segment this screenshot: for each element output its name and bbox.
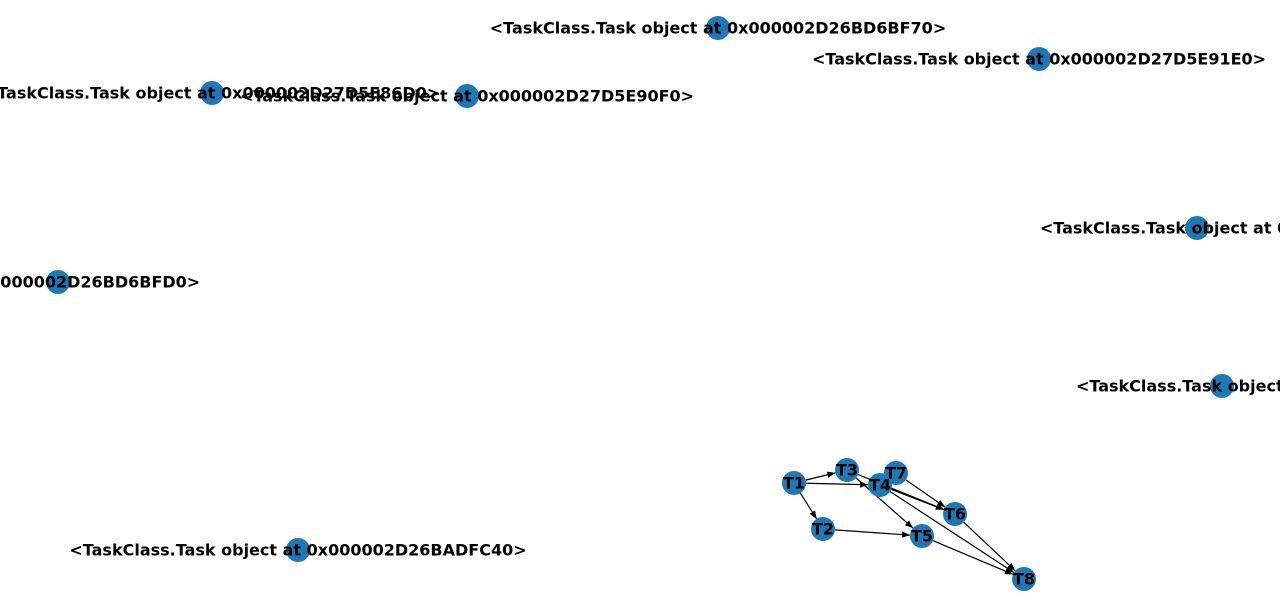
- edge-T5-T8: [932, 540, 1014, 575]
- edge-T1-T3: [805, 471, 836, 481]
- edge-T2-T5: [834, 529, 911, 538]
- node-n_r2: [1210, 374, 1234, 398]
- node-label-T6: T6: [944, 505, 966, 524]
- node-n_r1: [1185, 216, 1209, 240]
- node-T3: [835, 458, 859, 482]
- nodes-layer: [46, 16, 1234, 591]
- node-label-n_90f0: <TaskClass.Task object at 0x000002D27D5E…: [240, 87, 694, 106]
- node-label-T5: T5: [911, 527, 933, 546]
- node-label-T7: T7: [885, 464, 907, 483]
- node-n_91e0: [1027, 47, 1051, 71]
- labels-layer: <TaskClass.Task object at 0x000002D26BD6…: [0, 19, 1280, 589]
- node-T5: [910, 524, 934, 548]
- node-label-n_bfd0: ject at 0x000002D26BD6BFD0>: [0, 273, 200, 292]
- node-label-n_r2: <TaskClass.Task object at 0x000: [1076, 377, 1280, 396]
- node-n_bfd0: [46, 270, 70, 294]
- edge-T3-T5: [855, 477, 914, 529]
- edge-T7-T6: [905, 479, 946, 508]
- node-label-T2: T2: [812, 520, 834, 539]
- node-T8: [1012, 567, 1036, 591]
- edge-T4-T8: [889, 491, 1015, 573]
- edge-T1-T2: [799, 492, 818, 520]
- node-n_fc40: [286, 538, 310, 562]
- node-label-n_91e0: <TaskClass.Task object at 0x000002D27D5E…: [812, 50, 1266, 69]
- node-label-T4: T4: [869, 476, 891, 495]
- node-T1: [782, 471, 806, 495]
- node-T6: [943, 502, 967, 526]
- node-label-n_fc40: <TaskClass.Task object at 0x000002D26BAD…: [69, 541, 526, 560]
- edge-T4-T6: [890, 488, 945, 511]
- node-label-T1: T1: [783, 474, 805, 493]
- node-label-T3: T3: [836, 461, 858, 480]
- node-n_86d0: [200, 81, 224, 105]
- edge-T1-T4: [805, 481, 869, 488]
- edge-T6-T8: [963, 521, 1016, 572]
- node-label-T8: T8: [1013, 570, 1035, 589]
- node-n_90f0: [455, 84, 479, 108]
- node-label-n_86d0: <TaskClass.Task object at 0x000002D27D5E…: [0, 84, 440, 103]
- node-T7: [884, 461, 908, 485]
- node-T2: [811, 517, 835, 541]
- node-label-n_bf70: <TaskClass.Task object at 0x000002D26BD6…: [490, 19, 946, 38]
- node-n_bf70: [706, 16, 730, 40]
- node-label-n_r1: <TaskClass.Task object at 0x00000: [1040, 219, 1280, 238]
